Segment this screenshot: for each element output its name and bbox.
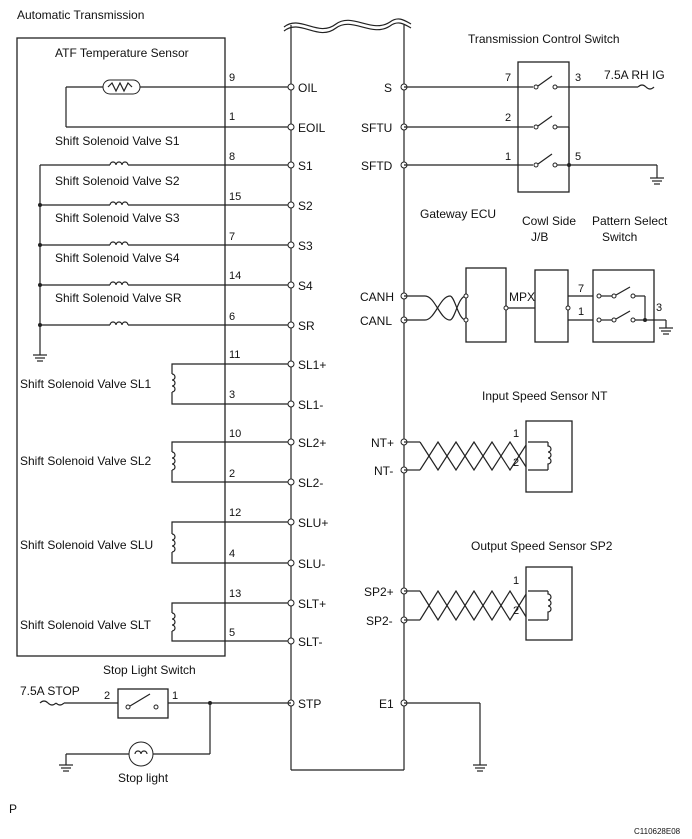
pin-sr: 6 bbox=[229, 311, 235, 323]
transmission-control-switch bbox=[404, 61, 664, 193]
nt-pin-1: 1 bbox=[513, 428, 519, 440]
pin-sl1m: 3 bbox=[229, 389, 235, 401]
term-s3: S3 bbox=[298, 239, 313, 253]
linear-solenoids bbox=[171, 363, 291, 642]
stop-fuse-label: 7.5A STOP bbox=[20, 684, 80, 698]
term-canh: CANH bbox=[360, 290, 394, 304]
output-speed-sensor-label: Output Speed Sensor SP2 bbox=[471, 539, 613, 553]
input-speed-sensor-label: Input Speed Sensor NT bbox=[482, 389, 608, 403]
jb-label: J/B bbox=[531, 230, 548, 244]
slt-label: Shift Solenoid Valve SLT bbox=[20, 618, 152, 632]
s2-label: Shift Solenoid Valve S2 bbox=[55, 174, 180, 188]
term-s4: S4 bbox=[298, 279, 313, 293]
term-s1: S1 bbox=[298, 159, 313, 173]
automatic-transmission-box bbox=[16, 37, 226, 657]
tcs-pin-7: 7 bbox=[505, 72, 511, 84]
s1-label: Shift Solenoid Valve S1 bbox=[55, 134, 180, 148]
nt-pin-2: 2 bbox=[513, 457, 519, 469]
e1-ground bbox=[404, 702, 487, 772]
gateway-ecu-label: Gateway ECU bbox=[420, 207, 496, 221]
term-stp: STP bbox=[298, 697, 321, 711]
switch-label: Switch bbox=[602, 230, 637, 244]
psw-pin-1: 1 bbox=[578, 306, 584, 318]
thermistor-symbol bbox=[65, 79, 291, 128]
sr-label: Shift Solenoid Valve SR bbox=[55, 291, 182, 305]
psw-pin-7: 7 bbox=[578, 283, 584, 295]
term-sp2p: SP2+ bbox=[364, 585, 394, 599]
term-sl1m: SL1- bbox=[298, 398, 323, 412]
term-slup: SLU+ bbox=[298, 516, 328, 530]
input-speed-sensor bbox=[404, 420, 573, 493]
stop-switch-pin-2: 2 bbox=[104, 690, 110, 702]
term-sr: SR bbox=[298, 319, 315, 333]
stop-light-label: Stop light bbox=[118, 771, 169, 785]
sl2-label: Shift Solenoid Valve SL2 bbox=[20, 454, 152, 468]
sl1-label: Shift Solenoid Valve SL1 bbox=[20, 377, 152, 391]
tcs-label: Transmission Control Switch bbox=[468, 32, 620, 46]
term-sltm: SLT- bbox=[298, 635, 322, 649]
term-sl2p: SL2+ bbox=[298, 436, 326, 450]
term-sl1p: SL1+ bbox=[298, 358, 326, 372]
pin-sltm: 5 bbox=[229, 627, 235, 639]
pin-oil: 9 bbox=[229, 72, 235, 84]
pin-s3: 7 bbox=[229, 231, 235, 243]
pin-s2: 15 bbox=[229, 191, 241, 203]
can-bus-circuit bbox=[404, 267, 673, 343]
stop-light-circuit bbox=[39, 688, 291, 772]
term-ntp: NT+ bbox=[371, 436, 394, 450]
term-slum: SLU- bbox=[298, 557, 325, 571]
pin-s4: 14 bbox=[229, 270, 241, 282]
pin-sltp: 13 bbox=[229, 588, 241, 600]
term-s2: S2 bbox=[298, 199, 313, 213]
tcs-pin-1: 1 bbox=[505, 151, 511, 163]
sp2-pin-2: 2 bbox=[513, 605, 519, 617]
tcs-pin-2: 2 bbox=[505, 112, 511, 124]
pin-sl2p: 10 bbox=[229, 428, 241, 440]
figure-code: C110628E08 bbox=[634, 827, 681, 836]
term-s: S bbox=[384, 81, 392, 95]
page-marker: P bbox=[9, 802, 17, 816]
stop-light-switch-label: Stop Light Switch bbox=[103, 663, 196, 677]
pin-sl2m: 2 bbox=[229, 468, 235, 480]
atf-sensor-label: ATF Temperature Sensor bbox=[55, 46, 189, 60]
term-sl2m: SL2- bbox=[298, 476, 323, 490]
rh-ig-fuse-label: 7.5A RH IG bbox=[604, 68, 665, 82]
term-sftd: SFTD bbox=[361, 159, 393, 173]
cowl-side-label: Cowl Side bbox=[522, 214, 576, 228]
pin-sl1p: 11 bbox=[229, 349, 240, 361]
s4-label: Shift Solenoid Valve S4 bbox=[55, 251, 180, 265]
pin-slup: 12 bbox=[229, 507, 241, 519]
pin-eoil: 1 bbox=[229, 111, 235, 123]
psw-pin-3: 3 bbox=[656, 302, 662, 314]
term-sp2m: SP2- bbox=[366, 614, 393, 628]
automatic-transmission-label: Automatic Transmission bbox=[17, 8, 144, 22]
mpx-label: MPX bbox=[509, 290, 535, 304]
pin-s1: 8 bbox=[229, 151, 235, 163]
term-sftu: SFTU bbox=[361, 121, 392, 135]
output-speed-sensor bbox=[404, 566, 573, 641]
pattern-select-label: Pattern Select bbox=[592, 214, 668, 228]
term-ntm: NT- bbox=[374, 464, 393, 478]
pin-slum: 4 bbox=[229, 548, 235, 560]
term-oil: OIL bbox=[298, 81, 318, 95]
tcs-pin-5: 5 bbox=[575, 151, 581, 163]
sp2-pin-1: 1 bbox=[513, 575, 519, 587]
ecm-body bbox=[283, 18, 412, 771]
term-e1: E1 bbox=[379, 697, 394, 711]
term-eoil: EOIL bbox=[298, 121, 326, 135]
slu-label: Shift Solenoid Valve SLU bbox=[20, 538, 153, 552]
term-canl: CANL bbox=[360, 314, 392, 328]
left-terminal-circles bbox=[287, 83, 295, 707]
tcs-pin-3: 3 bbox=[575, 72, 581, 84]
term-sltp: SLT+ bbox=[298, 597, 326, 611]
s3-label: Shift Solenoid Valve S3 bbox=[55, 211, 180, 225]
shift-solenoid-coils bbox=[33, 161, 291, 362]
stop-switch-pin-1: 1 bbox=[172, 690, 178, 702]
